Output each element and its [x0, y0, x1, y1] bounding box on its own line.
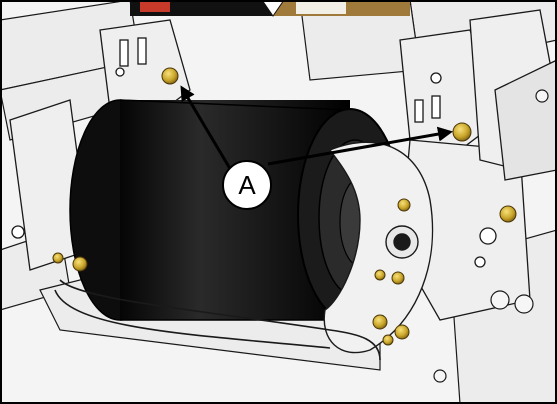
bolt-right-upper [452, 122, 472, 142]
arrow-icon [267, 126, 453, 166]
hub-plate [323, 141, 434, 354]
plain-nuts [433, 89, 549, 383]
arrow-icon [180, 85, 234, 173]
right-bracket [399, 9, 557, 321]
bolts [52, 67, 517, 346]
inset-photo-icon [130, 0, 410, 17]
roller-drum [69, 99, 403, 322]
lower-guard [54, 279, 381, 361]
callout-label: A [238, 169, 256, 200]
bolt-left-upper [161, 67, 179, 85]
callout-bubble: A [222, 160, 272, 210]
leader-arrows [180, 85, 453, 173]
